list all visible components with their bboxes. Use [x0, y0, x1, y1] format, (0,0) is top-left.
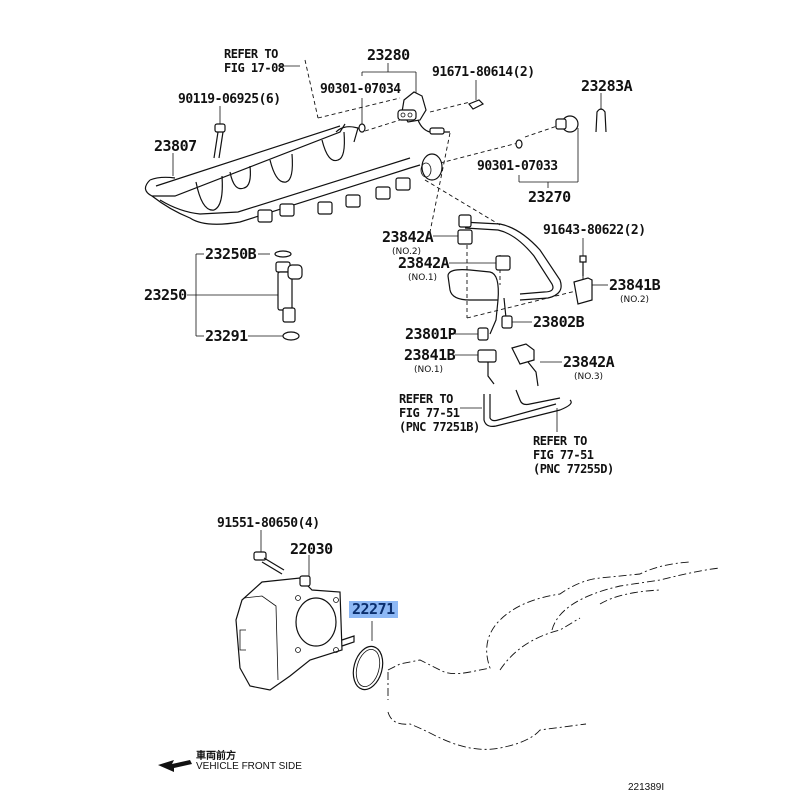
clamp-23841B-no2 — [573, 277, 593, 305]
clamp-23842A-no2 — [457, 229, 473, 245]
part-sublabel-23841B-no1: (NO.1) — [414, 365, 444, 375]
fuel-rail-23807 — [144, 123, 443, 225]
clamp-23842A-no3 — [511, 343, 535, 365]
part-sublabel-23841B-no2: (NO.2) — [620, 295, 650, 305]
part-label-22030[interactable]: 22030 — [290, 540, 333, 558]
clamp-23841B-no1 — [477, 349, 497, 363]
part-label-23842A-no1[interactable]: 23842A — [398, 254, 450, 272]
refer-fig-77-51-77251B[interactable]: REFER TO FIG 77-51 (PNC 77251B) — [399, 392, 480, 434]
bolt-91551 — [253, 551, 285, 575]
bolt-90119 — [213, 123, 226, 159]
part-label-90119-06925[interactable]: 90119-06925(6) — [178, 92, 281, 107]
part-label-91643-80622[interactable]: 91643-80622(2) — [543, 223, 646, 238]
refer-line-2: FIG 17-08 — [224, 61, 285, 75]
refer-fig-77-51-77255D[interactable]: REFER TO FIG 77-51 (PNC 77255D) — [533, 434, 614, 476]
clamp-23842A-no1 — [495, 255, 511, 271]
figure-id: 221389I — [628, 782, 665, 793]
gasket-22271 — [352, 645, 384, 691]
refer-line-2: FIG 77-51 — [533, 448, 594, 462]
o-ring-90301-07034 — [358, 123, 366, 133]
reference-dash-lines — [304, 59, 584, 319]
refer-line-1: REFER TO — [533, 434, 587, 448]
pressure-regulator-23280 — [397, 91, 450, 135]
part-label-23841B-no1[interactable]: 23841B — [404, 346, 456, 364]
part-label-23842A-no3[interactable]: 23842A — [563, 353, 615, 371]
part-label-23841B-no2[interactable]: 23841B — [609, 276, 661, 294]
leader-lines — [172, 63, 608, 641]
bolt-91643 — [579, 255, 587, 276]
part-sublabel-no2: (NO.2) — [392, 247, 422, 257]
bolt-91671 — [468, 99, 485, 110]
part-label-90301-07034[interactable]: 90301-07034 — [320, 82, 401, 97]
refer-line-3: (PNC 77255D) — [533, 462, 614, 476]
part-label-22271-highlighted[interactable]: 22271 — [349, 601, 398, 618]
part-label-23250B[interactable]: 23250B — [205, 245, 257, 263]
refer-line-3: (PNC 77251B) — [399, 420, 480, 434]
part-label-23801P[interactable]: 23801P — [405, 325, 457, 343]
part-label-23280[interactable]: 23280 — [367, 46, 410, 64]
part-label-23291[interactable]: 23291 — [205, 327, 248, 345]
part-label-23842A-no2[interactable]: 23842A — [382, 228, 434, 246]
vehicle-front-en-label: VEHICLE FRONT SIDE — [196, 761, 302, 772]
part-sublabel-no1: (NO.1) — [408, 273, 438, 283]
part-label-23802B[interactable]: 23802B — [533, 313, 585, 331]
part-label-91671-80614[interactable]: 91671-80614(2) — [432, 65, 535, 80]
clip-23283A — [595, 108, 607, 133]
part-label-23283A[interactable]: 23283A — [581, 77, 633, 95]
part-label-90301-07033[interactable]: 90301-07033 — [477, 159, 558, 174]
part-label-23250[interactable]: 23250 — [144, 286, 187, 304]
part-sublabel-23842A-no3: (NO.3) — [574, 372, 604, 382]
o-ring-90301-07033 — [515, 139, 523, 149]
clamps — [457, 229, 593, 387]
part-label-23270[interactable]: 23270 — [528, 188, 571, 206]
fuel-pipes — [447, 214, 562, 341]
refer-fig-17-08-label: REFER TO FIG 17-08 — [224, 47, 285, 75]
part-label-91551-80650[interactable]: 91551-80650(4) — [217, 516, 320, 531]
injector-23250 — [274, 250, 303, 341]
small-parts — [213, 99, 607, 159]
part-label-23807[interactable]: 23807 — [154, 137, 197, 155]
vehicle-front-arrow-icon — [158, 760, 192, 772]
throttle-body-22030 — [235, 575, 355, 691]
intake-manifold-outline — [387, 561, 721, 750]
return-pipes — [483, 389, 572, 427]
refer-line-1: REFER TO — [224, 47, 278, 61]
refer-line-1: REFER TO — [399, 392, 453, 406]
vehicle-front-jp-label: 車両前方 — [196, 751, 236, 762]
damper-23270 — [555, 115, 579, 133]
refer-line-2: FIG 77-51 — [399, 406, 460, 420]
